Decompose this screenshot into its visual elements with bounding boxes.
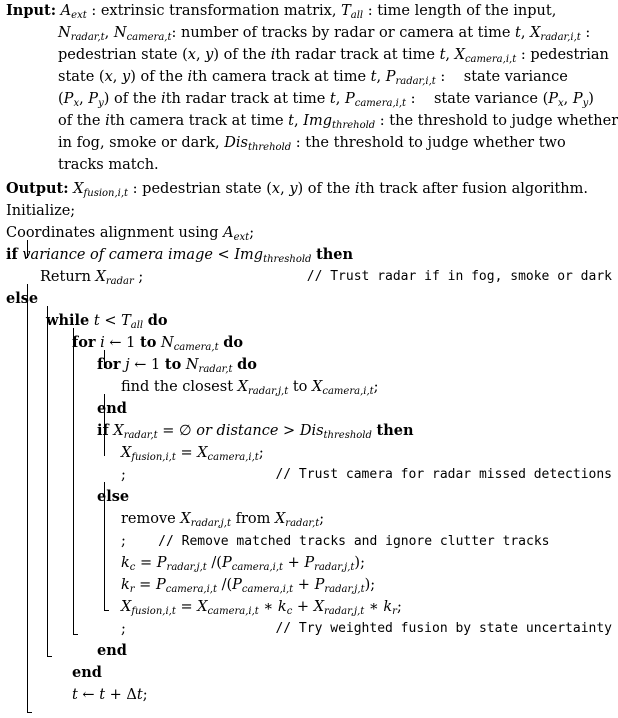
line-end-for-i: end bbox=[72, 664, 102, 681]
line-return-radar: Return Xradar ; // Trust radar if in fog… bbox=[40, 266, 618, 288]
for-j-block-bar bbox=[104, 350, 105, 368]
else-inner-block-tick bbox=[104, 610, 109, 611]
if-block-bar bbox=[27, 240, 28, 258]
line-kr: kr = Pcamera,i,t /(Pcamera,i,t + Pradar,… bbox=[121, 577, 376, 595]
line-align: Coordinates alignment using Aext; bbox=[6, 225, 255, 243]
comment-remove-matched: // Remove matched tracks and ignore clut… bbox=[158, 534, 550, 549]
line-kc: kc = Pradar,j,t /(Pcamera,i,t + Pradar,j… bbox=[121, 555, 365, 573]
else-inner-block-bar bbox=[104, 482, 105, 610]
line-find-closest: find the closest Xradar,j,t to Xcamera,i… bbox=[121, 379, 379, 397]
input-line-5: of the ith camera track at time t, Imgth… bbox=[58, 113, 618, 131]
line-for-i: for i ← 1 to Ncamera,t do bbox=[72, 334, 244, 353]
if-inner-block-bar bbox=[104, 394, 105, 456]
line-remove: remove Xradar,j,t from Xradar,t; bbox=[121, 511, 325, 529]
output-label: Output: bbox=[6, 180, 69, 197]
line-comment-remove: ; // Remove matched tracks and ignore cl… bbox=[121, 533, 550, 549]
input-line-7: tracks match. bbox=[58, 157, 159, 173]
input-label: Input: bbox=[6, 2, 57, 19]
line-end-for-j: end bbox=[97, 400, 127, 417]
input-line-4: (Px, Py) of the ith radar track at time … bbox=[58, 91, 594, 109]
line-comment-camera: ; // Trust camera for radar missed detec… bbox=[121, 464, 618, 486]
line-for-j: for j ← 1 to Nradar,t do bbox=[97, 356, 257, 375]
line-fusion-weighted: Xfusion,i,t = Xcamera,i,t ∗ kc + Xradar,… bbox=[121, 599, 402, 617]
while-block-tick bbox=[47, 656, 52, 657]
line-comment-weighted: ; // Try weighted fusion by state uncert… bbox=[121, 618, 618, 640]
line-t-increment: t ← t + Δt; bbox=[72, 687, 148, 703]
line-while: while t < Tall do bbox=[46, 312, 168, 331]
for-i-block-bar bbox=[73, 328, 74, 634]
input-line-1: Nradar,t, Ncamera,t: number of tracks by… bbox=[58, 25, 591, 43]
line-else-inner: else bbox=[97, 488, 130, 505]
line-if: if variance of camera image < Imgthresho… bbox=[6, 246, 354, 265]
line-else: else bbox=[6, 290, 39, 307]
while-block-bar bbox=[47, 306, 48, 656]
line-initialize: Initialize; bbox=[6, 203, 76, 219]
input-line-2: pedestrian state (x, y) of the ith radar… bbox=[58, 47, 609, 65]
output-line: Output: Xfusion,i,t : pedestrian state (… bbox=[6, 180, 589, 199]
else-block-bar bbox=[27, 284, 28, 712]
input-line-0: Input: Aext : extrinsic transformation m… bbox=[6, 2, 557, 21]
else-block-tick bbox=[27, 712, 32, 713]
input-line-6: in fog, smoke or dark, Disthrehold : the… bbox=[58, 135, 566, 153]
comment-weighted-fusion: // Try weighted fusion by state uncertai… bbox=[275, 621, 612, 636]
input-line-3: state (x, y) of the ith camera track at … bbox=[58, 69, 568, 87]
for-i-block-tick bbox=[73, 634, 78, 635]
comment-trust-radar: // Trust radar if in fog, smoke or dark bbox=[306, 269, 612, 284]
line-fusion-camera: Xfusion,i,t = Xcamera,i,t; bbox=[121, 445, 264, 463]
line-end-if-inner: end bbox=[97, 642, 127, 659]
comment-trust-camera: // Trust camera for radar missed detecti… bbox=[275, 467, 612, 482]
line-if-inner: if Xradar,t = ∅ or distance > Disthresho… bbox=[97, 422, 414, 441]
